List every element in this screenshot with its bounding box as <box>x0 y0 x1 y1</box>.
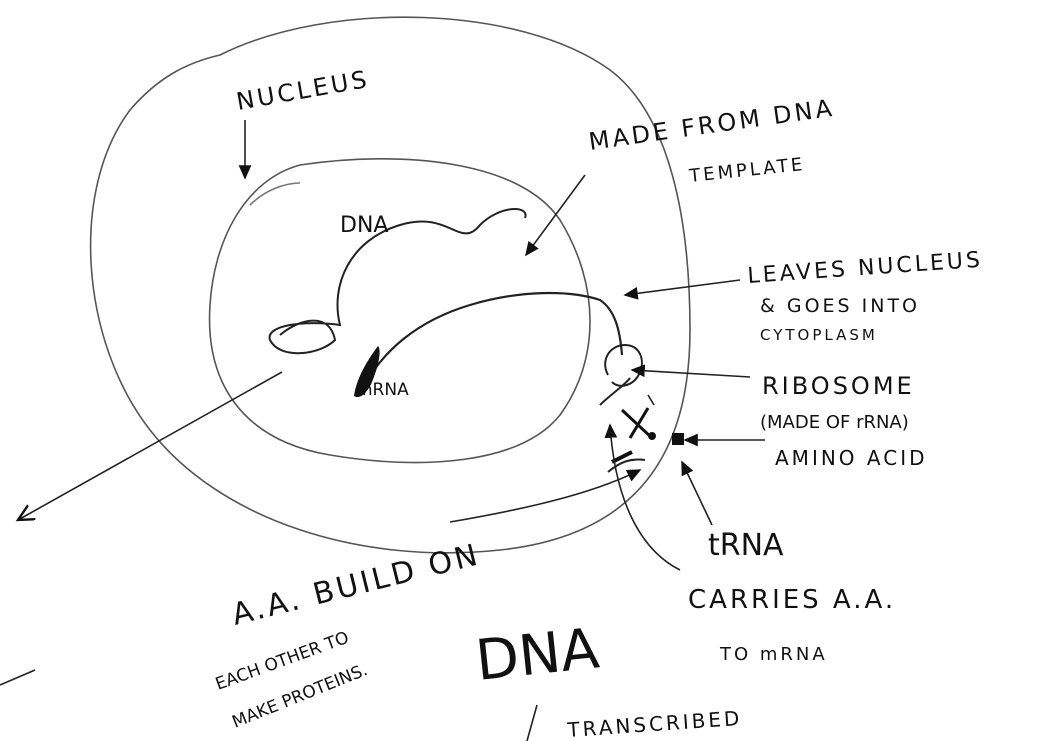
dna-strand <box>268 207 527 355</box>
ribosome-arrow <box>630 364 751 378</box>
margin-stroke <box>0 669 36 686</box>
label-carries-1: CARRIES A.A. <box>688 585 896 615</box>
label-transcribed: TRANSCRIBED <box>566 706 743 741</box>
label-made-from: MADE FROM DNA <box>587 94 836 156</box>
label-dna-bottom: DNA <box>473 616 602 694</box>
trna-dot <box>648 432 656 440</box>
label-trna: tRNA <box>708 528 784 563</box>
label-leaves-2: & GOES INTO <box>760 295 920 317</box>
leaves-arrow <box>623 279 741 300</box>
label-carries-2: TO mRNA <box>719 644 828 665</box>
mrna-strand <box>358 291 624 396</box>
label-leaves-3: CYTOPLASM <box>760 326 878 344</box>
trna-arrow <box>681 460 713 526</box>
cytoplasm-arrow <box>18 371 283 520</box>
ribosome-shape <box>604 343 643 387</box>
template-arrow <box>525 174 586 257</box>
label-nucleus: NUCLEUS <box>234 65 371 116</box>
label-dna-inner: DNA <box>340 213 388 238</box>
label-ribosome-sub: (MADE OF rRNA) <box>760 412 909 433</box>
nuclear-envelope <box>208 158 591 464</box>
amino-acid-square <box>672 433 684 445</box>
aa-build-arrow <box>449 469 642 523</box>
mrna-blob <box>354 346 380 398</box>
label-amino-acid: AMINO ACID <box>775 446 928 470</box>
label-leaves-1: LEAVES NUCLEUS <box>747 248 984 289</box>
cell-membrane <box>89 16 691 554</box>
label-aa-build-1: A.A. BUILD ON <box>228 537 483 633</box>
trna-x-2 <box>628 407 650 439</box>
label-template: TEMPLATE <box>687 154 806 187</box>
transcribe-arrow <box>526 704 538 741</box>
carries-arrow <box>604 423 681 571</box>
label-mrna: mRNA <box>356 380 409 400</box>
label-ribosome: RIBOSOME <box>762 372 915 400</box>
